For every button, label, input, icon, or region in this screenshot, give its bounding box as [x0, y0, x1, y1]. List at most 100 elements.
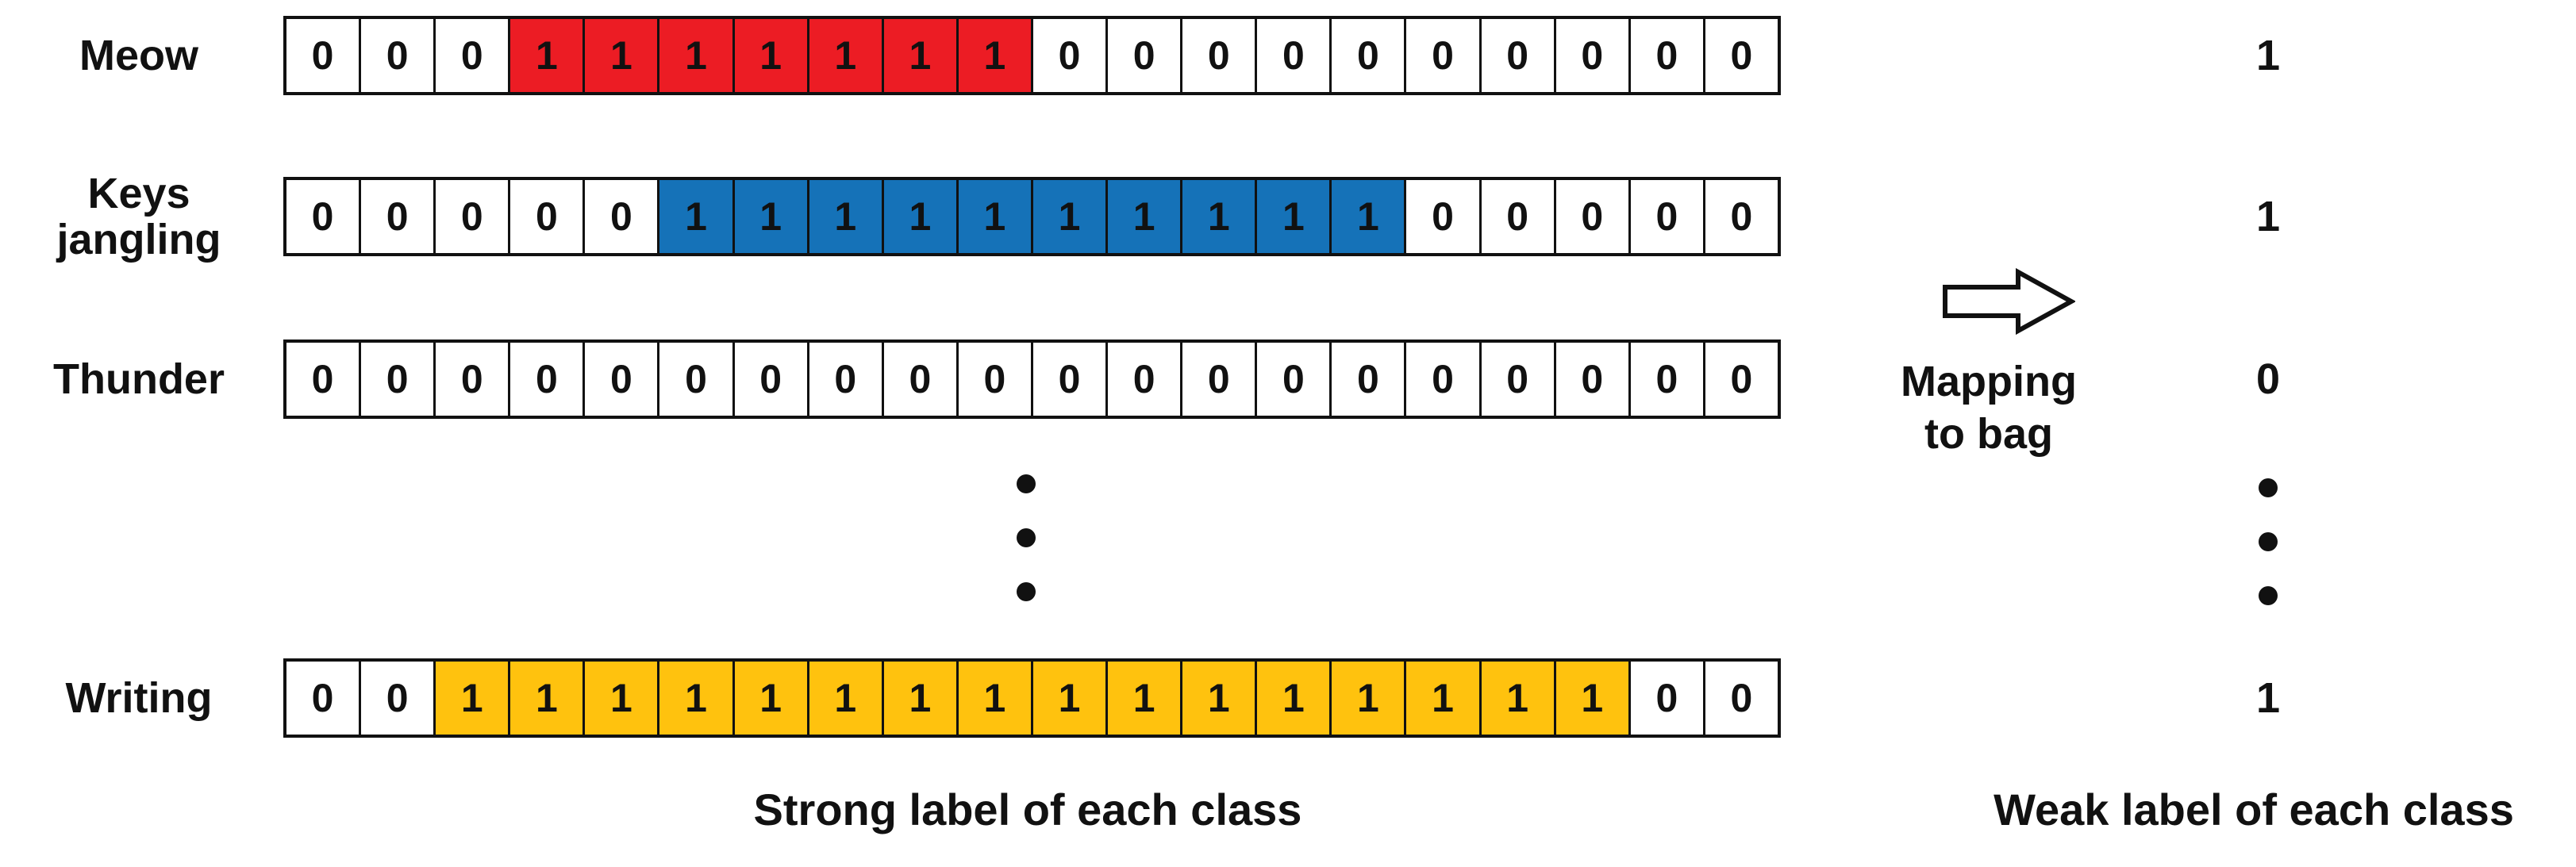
frame-cell: 0 — [883, 343, 956, 416]
frame-cell: 0 — [286, 343, 359, 416]
frame-cell: 1 — [1332, 662, 1405, 735]
frame-cell: 0 — [1481, 19, 1554, 92]
class-label-line: Keys — [87, 170, 190, 217]
frame-cell: 0 — [1108, 343, 1181, 416]
frame-cell: 0 — [1257, 19, 1330, 92]
frame-cell: 1 — [510, 662, 583, 735]
class-label-thunder: Thunder — [8, 340, 270, 419]
frame-cell: 1 — [809, 662, 882, 735]
frame-cell: 1 — [436, 662, 509, 735]
frame-cell: 0 — [1406, 343, 1479, 416]
frame-cell: 1 — [958, 19, 1031, 92]
frame-cell: 0 — [361, 19, 434, 92]
frame-cell: 0 — [659, 343, 732, 416]
frame-cell: 0 — [1406, 180, 1479, 253]
frame-cell: 0 — [1705, 662, 1778, 735]
class-label-line: Meow — [79, 32, 198, 79]
weak-label-meow: 1 — [2255, 32, 2281, 79]
frame-cell: 1 — [1182, 662, 1255, 735]
frame-cell: 1 — [585, 19, 658, 92]
ellipsis-dot — [2259, 586, 2278, 605]
frame-cell: 0 — [436, 343, 509, 416]
frame-cell: 1 — [1406, 662, 1479, 735]
frame-cell: 1 — [659, 180, 732, 253]
frame-cell: 1 — [1108, 180, 1181, 253]
frame-cell: 0 — [286, 19, 359, 92]
frame-cell: 0 — [958, 343, 1031, 416]
frame-cell: 0 — [361, 180, 434, 253]
frame-cell: 1 — [1032, 662, 1106, 735]
frame-cell: 1 — [1481, 662, 1554, 735]
weak-label-thunder: 0 — [2255, 355, 2281, 403]
weak-ellipsis — [2259, 478, 2278, 605]
ellipsis-dot — [2259, 532, 2278, 551]
frame-cell: 0 — [734, 343, 807, 416]
frame-cell: 0 — [1630, 19, 1703, 92]
frame-cell: 0 — [1555, 343, 1628, 416]
frame-cell: 1 — [958, 180, 1031, 253]
frame-cell: 0 — [1032, 343, 1106, 416]
frame-cell: 0 — [1332, 19, 1405, 92]
frame-cell: 1 — [1257, 180, 1330, 253]
frame-cell: 0 — [1705, 19, 1778, 92]
frame-cell: 0 — [1630, 662, 1703, 735]
ellipsis-dot — [1017, 528, 1036, 547]
frame-cell: 0 — [1555, 180, 1628, 253]
frame-cell: 0 — [436, 180, 509, 253]
frame-cell: 0 — [1182, 343, 1255, 416]
frame-cell: 1 — [1555, 662, 1628, 735]
mapping-label-line: to bag — [1924, 410, 2053, 458]
frame-cell: 0 — [286, 180, 359, 253]
frame-cell: 1 — [883, 180, 956, 253]
frame-cell: 0 — [1481, 343, 1554, 416]
frame-cell: 1 — [809, 180, 882, 253]
strong-label-caption: Strong label of each class — [753, 785, 1302, 834]
class-label-line: jangling — [56, 216, 221, 263]
frame-cell: 0 — [1032, 19, 1106, 92]
frame-cell: 1 — [1032, 180, 1106, 253]
mapping-to-bag-label: Mapping to bag — [1862, 355, 2116, 460]
weak-label-caption: Weak label of each class — [1994, 785, 2514, 834]
frame-cell: 1 — [809, 19, 882, 92]
frame-cell: 1 — [883, 662, 956, 735]
frame-cell: 0 — [1257, 343, 1330, 416]
frame-cell: 1 — [1332, 180, 1405, 253]
frame-cell: 1 — [734, 662, 807, 735]
frame-cell: 0 — [361, 662, 434, 735]
frame-cell: 1 — [585, 662, 658, 735]
ellipsis-dot — [1017, 582, 1036, 601]
frame-cell: 0 — [1630, 343, 1703, 416]
frame-cell: 0 — [1182, 19, 1255, 92]
frame-cell: 0 — [361, 343, 434, 416]
frame-cell: 1 — [883, 19, 956, 92]
frame-cell: 0 — [585, 343, 658, 416]
frame-cell: 1 — [1182, 180, 1255, 253]
frame-cell: 0 — [1705, 180, 1778, 253]
frame-cell: 0 — [1705, 343, 1778, 416]
frame-cell: 0 — [1555, 19, 1628, 92]
frame-cell: 1 — [734, 180, 807, 253]
class-label-line: Thunder — [53, 355, 225, 403]
mapping-label-line: Mapping — [1901, 358, 2077, 405]
frame-cell: 1 — [659, 662, 732, 735]
ellipsis-dot — [2259, 478, 2278, 497]
mapping-arrow-icon — [1943, 268, 2075, 335]
frame-cell: 0 — [1481, 180, 1554, 253]
strong-ellipsis — [1017, 474, 1036, 601]
frame-cell: 0 — [1406, 19, 1479, 92]
weak-label-writing: 1 — [2255, 674, 2281, 722]
frame-cell: 1 — [734, 19, 807, 92]
weak-label-keys-jangling: 1 — [2255, 193, 2281, 240]
frame-cell: 1 — [510, 19, 583, 92]
frame-cell: 1 — [1108, 662, 1181, 735]
class-label-line: Writing — [65, 674, 213, 722]
class-label-meow: Meow — [8, 16, 270, 95]
frame-cell: 0 — [1630, 180, 1703, 253]
frame-cell: 0 — [1108, 19, 1181, 92]
frame-cell: 1 — [958, 662, 1031, 735]
